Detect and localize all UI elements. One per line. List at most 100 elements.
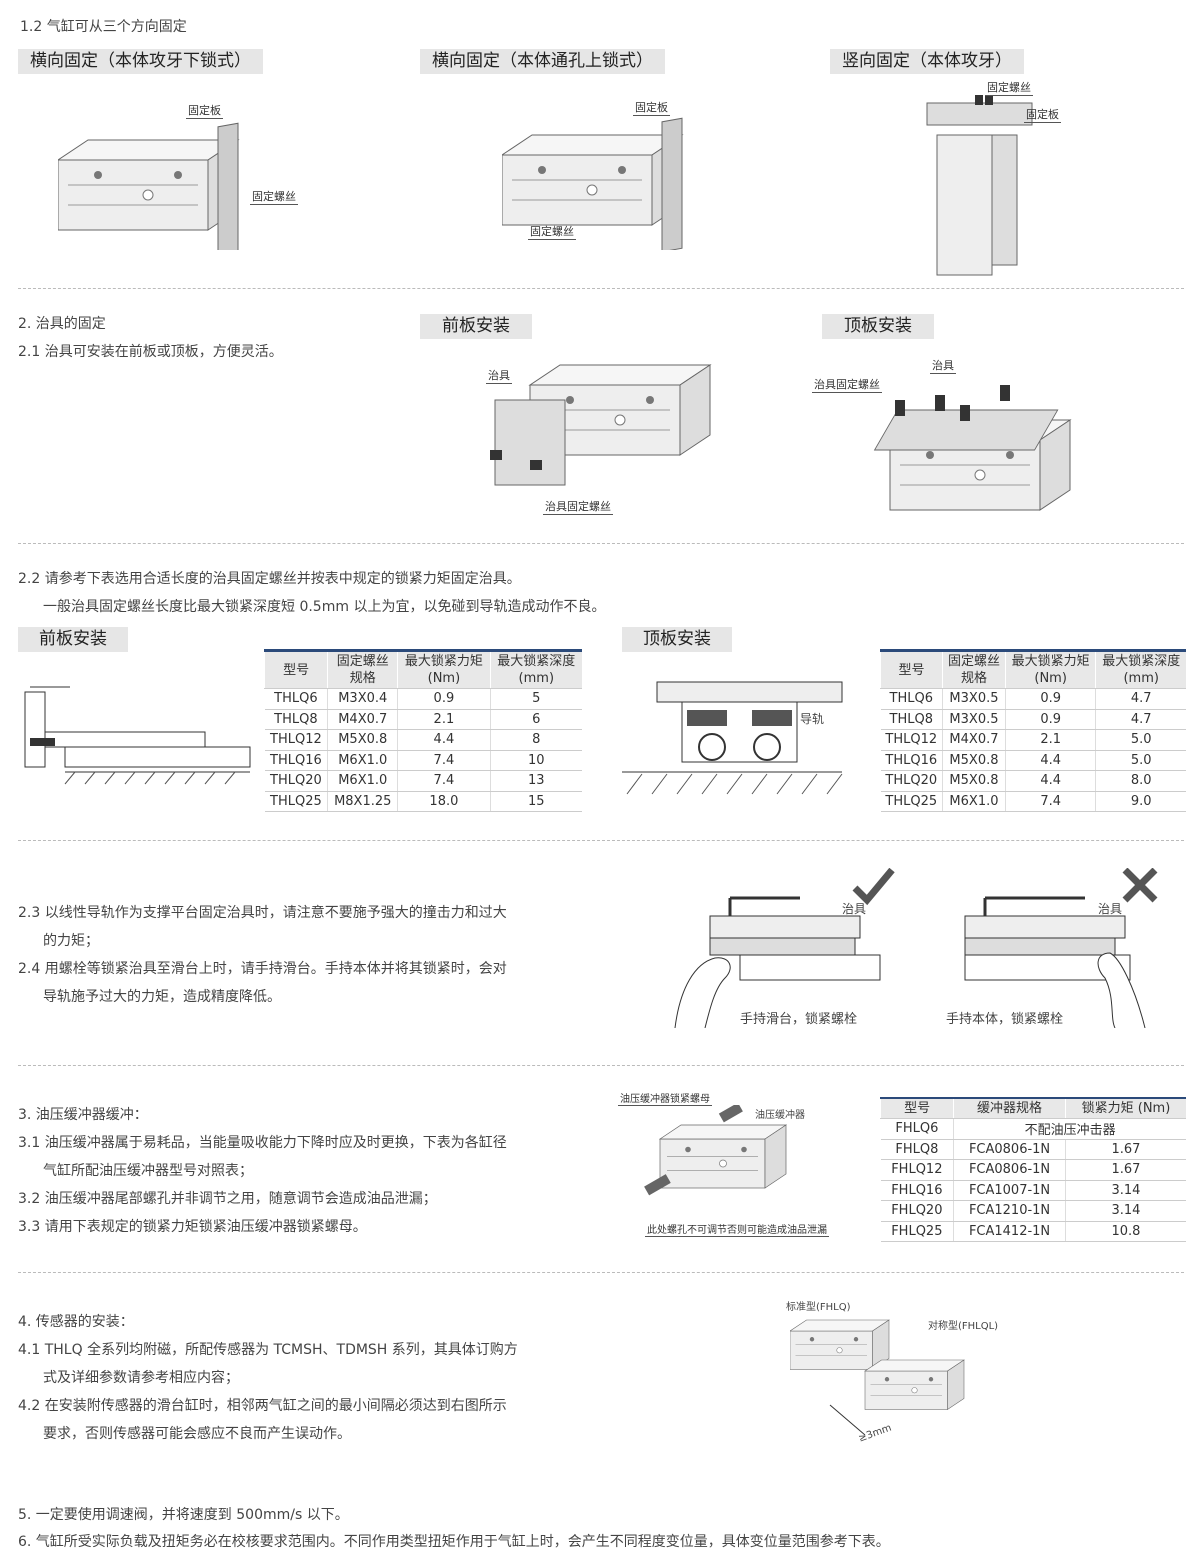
table-cell: THLQ8: [880, 709, 944, 730]
table-cell: FCA0806-1N: [953, 1139, 1066, 1160]
section-2-2-text-2: 一般治具固定螺丝长度比最大锁紧深度短 0.5mm 以上为宜，以免碰到导轨造成动作…: [43, 599, 606, 615]
table-cell: THLQ12: [264, 729, 329, 751]
column-header: 型号: [263, 650, 329, 689]
header-text: 最大锁紧深度: [497, 654, 576, 669]
header-text: 最大锁紧深度: [1102, 654, 1181, 669]
table-cell: 1.67: [1065, 1159, 1186, 1181]
table-cell: THLQ12: [880, 729, 944, 751]
section-2-title: 2. 治具的固定: [18, 316, 106, 332]
tag-top-plate: 顶板安装: [822, 314, 934, 339]
cylinder-horizontal-illustration-1: [58, 122, 239, 250]
section-4-line-5: 要求，否则传感器可能会感应不良而产生误动作。: [43, 1426, 351, 1442]
table-cell: FCA1007-1N: [953, 1180, 1066, 1201]
table-cell: THLQ16: [880, 750, 944, 771]
incorrect-method-illustration: [964, 868, 1158, 1028]
table-cell: M5X0.8: [942, 770, 1006, 792]
table-cell: 0.9: [1005, 688, 1097, 710]
table-cell: 4.4: [1005, 750, 1097, 771]
divider: [18, 1065, 1184, 1066]
cross-icon: [1122, 868, 1158, 903]
section-5-text: 5. 一定要使用调速阀，并将速度到 500mm/s 以下。: [18, 1507, 349, 1523]
divider: [18, 840, 1184, 841]
table-cell: 18.0: [397, 791, 491, 812]
column-header: 最大锁紧深度(mm): [489, 650, 582, 689]
tag-horizontal-tapped: 横向固定（本体攻牙下锁式）: [18, 49, 263, 74]
column-header: 最大锁紧力矩(Nm): [397, 650, 491, 689]
section-3-line-4: 3.2 油压缓冲器尾部螺孔并非调节之用，随意调节会造成油品泄漏；: [18, 1191, 437, 1207]
header-text: 规格: [349, 671, 376, 686]
label-standard-type: 标准型(FHLQ): [786, 1302, 851, 1313]
table-cell: 15: [490, 791, 582, 812]
table-cell: 3.14: [1065, 1200, 1186, 1222]
section-3-line-3: 气缸所配油压缓冲器型号对照表；: [43, 1163, 253, 1179]
table-cell: 7.4: [397, 770, 491, 792]
table-cell: THLQ20: [880, 770, 944, 792]
table-cell: M4X0.7: [327, 709, 399, 730]
section-4-line-3: 式及详细参数请参考相应内容；: [43, 1370, 239, 1386]
table-cell: FCA0806-1N: [953, 1159, 1066, 1181]
table-cell: M6X1.0: [942, 791, 1006, 812]
label-jig: 治具: [486, 369, 512, 384]
table-cell: THLQ6: [264, 688, 329, 710]
cylinder-vertical-illustration: [926, 95, 1033, 276]
label-jig-screw: 治具固定螺丝: [543, 500, 613, 515]
label-fixing-screw-3: 固定螺丝: [985, 81, 1033, 96]
header-text: 固定螺丝: [947, 654, 1000, 669]
section-2-2-text-1: 2.2 请参考下表选用合适长度的治具固定螺丝并按表中规定的锁紧力矩固定治具。: [18, 571, 521, 587]
label-fixing-screw: 固定螺丝: [250, 190, 298, 205]
label-buffer: 油压缓冲器: [755, 1110, 805, 1121]
table-cell: THLQ16: [264, 750, 329, 771]
label-fixing-plate: 固定板: [186, 104, 223, 119]
table-cell: 0.9: [1005, 709, 1097, 730]
table-cell: M3X0.5: [942, 688, 1006, 710]
section-4-line-1: 4. 传感器的安装：: [18, 1314, 134, 1330]
divider: [18, 543, 1184, 544]
column-header: 固定螺丝规格: [327, 650, 399, 689]
header-text: 最大锁紧力矩: [404, 654, 483, 669]
top-plate-mount-illustration: [873, 385, 1071, 511]
table-cell: FCA1210-1N: [953, 1200, 1066, 1222]
table-cell: THLQ25: [264, 791, 329, 812]
caption-incorrect: 手持本体，锁紧螺栓: [946, 1012, 1064, 1027]
table-cell: 4.7: [1095, 688, 1186, 710]
table-cell: FHLQ16: [880, 1180, 955, 1201]
table-cell: FHLQ6: [880, 1118, 955, 1140]
table-cell: 8.0: [1095, 770, 1186, 792]
table-cell: M8X1.25: [327, 791, 399, 812]
table-cell: FCA1412-1N: [953, 1221, 1066, 1242]
table-cell: 1.67: [1065, 1139, 1186, 1160]
header-text: 型号: [283, 662, 310, 678]
header-text: 固定螺丝: [336, 654, 389, 669]
check-icon: [852, 868, 895, 906]
table-cell: THLQ25: [880, 791, 944, 812]
table-cell: FHLQ25: [880, 1221, 955, 1242]
table-cell: 5.0: [1095, 750, 1186, 771]
label-jig-2: 治具: [930, 359, 956, 374]
table-cell: 不配油压冲击器: [953, 1118, 1186, 1140]
table-cell: FHLQ8: [880, 1139, 955, 1160]
label-symmetric-type: 对称型(FHLQL): [928, 1321, 999, 1332]
header-text: (Nm): [1034, 671, 1067, 686]
label-buffer-nut: 油压缓冲器锁紧螺母: [618, 1090, 712, 1106]
table-cell: M4X0.7: [942, 729, 1006, 751]
front-plate-mount-illustration: [490, 364, 711, 486]
table-header-row: 型号固定螺丝规格最大锁紧力矩(Nm)最大锁紧深度(mm): [879, 650, 1186, 689]
header-text: (mm): [1123, 671, 1159, 686]
table-cell: THLQ8: [264, 709, 329, 730]
table-cell: 8: [490, 729, 582, 751]
table-cell: M5X0.8: [942, 750, 1006, 771]
tag-front-plate: 前板安装: [420, 314, 532, 339]
section-4-line-4: 4.2 在安装附传感器的滑台缸时，相邻两气缸之间的最小间隔必须达到右图所示: [18, 1398, 507, 1414]
